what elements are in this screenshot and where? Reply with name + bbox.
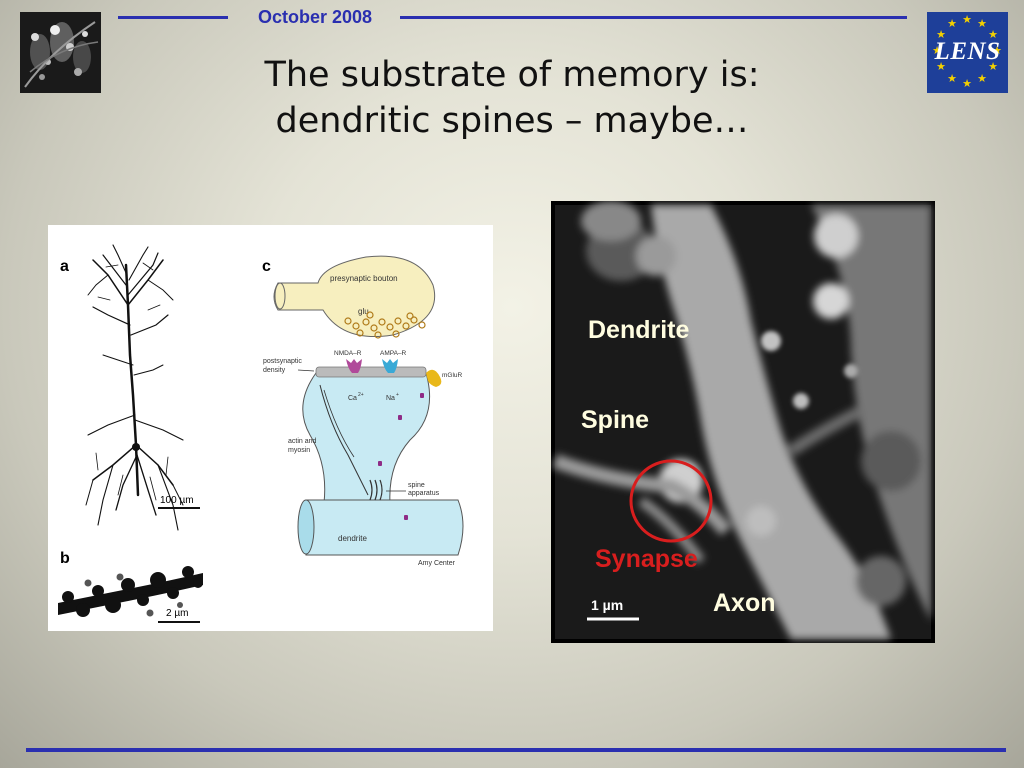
panel-b-label: b: [60, 550, 70, 567]
scale-a-label: 100 µm: [160, 495, 194, 506]
na-label: Na: [386, 395, 395, 402]
ca-label: Ca: [348, 395, 357, 402]
ampa-receptor-icon: [382, 359, 398, 373]
svg-text:★: ★: [936, 28, 946, 41]
svg-text:★: ★: [988, 60, 998, 73]
footer-rule: [26, 748, 1006, 752]
svg-text:★: ★: [988, 28, 998, 41]
ca-superscript: 2+: [358, 392, 364, 398]
svg-text:★: ★: [962, 77, 972, 90]
ampa-label: AMPA–R: [380, 350, 407, 357]
title-line-1: The substrate of memory is:: [264, 55, 760, 95]
actin-filament: [319, 384, 369, 496]
spine-apparatus: [369, 479, 383, 501]
neuron-soma: [132, 443, 140, 451]
microscopy-figure: Dendrite Spine Synapse Axon 1 µm: [551, 201, 935, 643]
postsynaptic-label-1: postsynaptic: [263, 358, 302, 365]
nmda-receptor-icon: [346, 359, 362, 373]
panel-c-label: c: [262, 258, 271, 275]
header-rule-right: [400, 16, 907, 19]
postsynaptic-label-2: density: [263, 367, 286, 374]
svg-text:★: ★: [947, 72, 957, 85]
header-thumbnail-image: [20, 12, 101, 93]
scale-micrograph-label: 1 µm: [591, 597, 623, 613]
mglur-label: mGluR: [442, 372, 463, 379]
dendrite-label: dendrite: [338, 534, 367, 543]
svg-text:★: ★: [962, 13, 972, 26]
svg-text:★: ★: [977, 72, 987, 85]
scale-b-label: 2 µm: [166, 608, 188, 619]
eu-stars-icon: ★ ★ ★ ★ ★ ★ ★ ★ ★ ★ ★ ★: [932, 13, 1002, 90]
credit-label: Amy Center: [418, 560, 456, 567]
nmda-label: NMDA–R: [334, 350, 362, 357]
dendrite-segment-image: [58, 566, 203, 617]
postsynaptic-arrow: [297, 369, 315, 372]
svg-text:★: ★: [932, 44, 942, 57]
actin-label-1: actin and: [288, 438, 317, 445]
slide-title: The substrate of memory is: dendritic sp…: [160, 52, 864, 144]
na-superscript: +: [396, 392, 399, 398]
svg-text:★: ★: [947, 17, 957, 30]
lens-logo: ★ ★ ★ ★ ★ ★ ★ ★ ★ ★ ★ ★ LENS: [927, 12, 1008, 93]
synapse-schematic: presynaptic bouton glu dendrite Amy Cent…: [263, 255, 464, 567]
spine-apparatus-label-1: spine: [408, 482, 425, 489]
header-rule-left: [118, 16, 228, 19]
axon-label: Axon: [713, 589, 776, 617]
dendrite-label: Dendrite: [588, 316, 690, 344]
presynaptic-label: presynaptic bouton: [330, 274, 398, 283]
svg-text:★: ★: [992, 44, 1002, 57]
spine-apparatus-label-2: apparatus: [408, 490, 440, 497]
svg-text:★: ★: [936, 60, 946, 73]
glu-label: glu: [358, 307, 369, 316]
logo-text: LENS: [934, 38, 1001, 65]
title-line-2: dendritic spines – maybe…: [275, 101, 749, 141]
synapse-highlight-circle: [629, 459, 713, 543]
dendrite-micrograph: [552, 201, 931, 639]
mglur-icon: [426, 369, 442, 387]
header-date: October 2008: [257, 7, 373, 27]
synapse-label: Synapse: [595, 545, 698, 573]
vesicle-markers: [378, 393, 424, 520]
actin-label-2: myosin: [288, 447, 310, 454]
neuron-drawing: [85, 244, 184, 531]
panel-a-label: a: [60, 258, 69, 275]
neuron-spine-figure: a c b: [48, 225, 493, 631]
spine-label: Spine: [581, 406, 649, 434]
actin-filament: [323, 389, 355, 458]
svg-text:★: ★: [977, 17, 987, 30]
